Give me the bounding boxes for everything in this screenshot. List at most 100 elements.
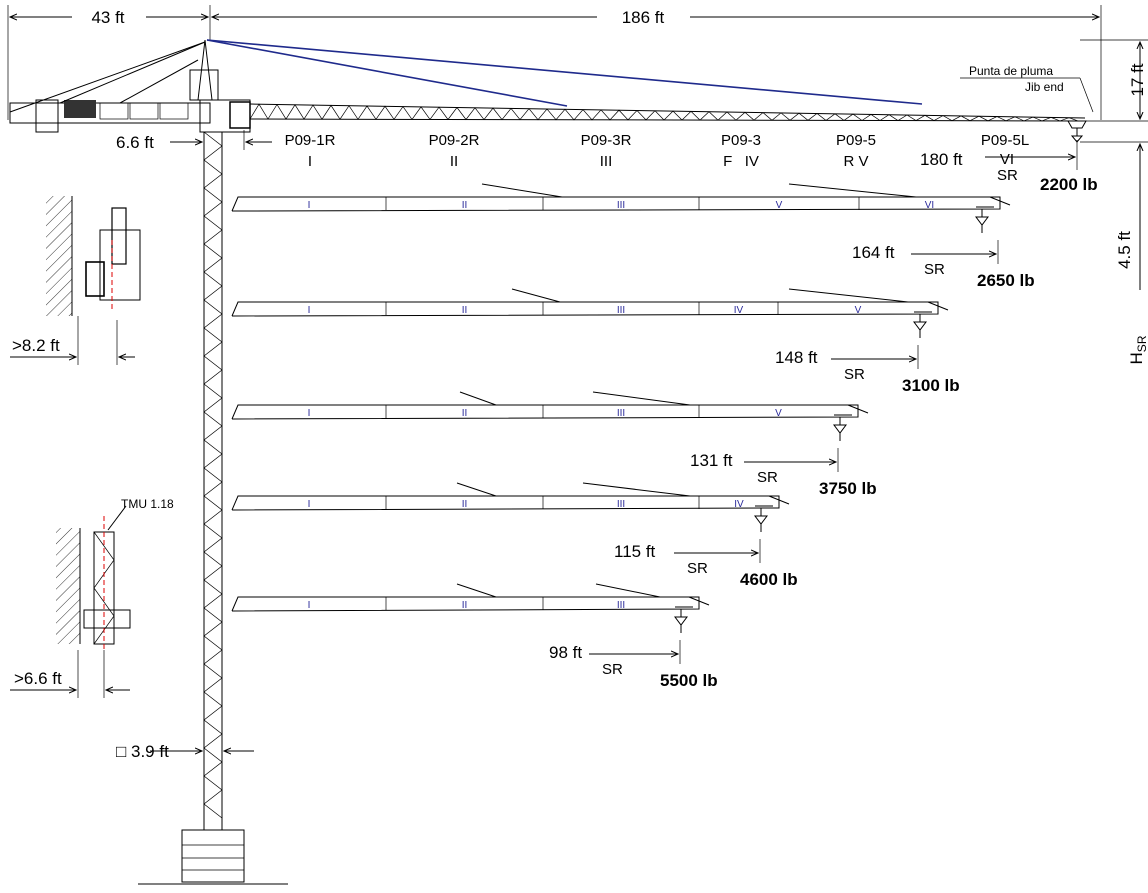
tie-bar: [481, 183, 563, 198]
config-sr: SR: [924, 261, 945, 278]
config-radius: 148 ft: [775, 348, 818, 367]
wall-detail-bottom: TMU 1.18 >6.6 ft: [10, 497, 174, 698]
config-sr: SR: [844, 366, 865, 383]
main-jib: [206, 39, 1087, 143]
hook-icon: [975, 209, 989, 233]
jib-outline: [231, 196, 1001, 212]
tower-offset-dimension: 6.6 ft: [116, 130, 272, 152]
segment-label: III: [617, 499, 625, 510]
svg-text:Jib end: Jib end: [1025, 80, 1064, 94]
jib-length: 186 ft: [622, 8, 665, 27]
jib-tip: [755, 495, 790, 507]
section-roman: VI: [1000, 151, 1014, 168]
config-0: 180 ft SR 2200 lb: [920, 140, 1098, 194]
jib-outline: [231, 404, 859, 420]
config-sr: SR: [757, 469, 778, 486]
config-load: 4600 lb: [740, 570, 798, 589]
section-labels: P09-1R I P09-2R II P09-3R III P09-3 F IV…: [285, 132, 1030, 170]
jib-outline: [231, 495, 780, 511]
tie-bar: [456, 482, 497, 497]
tie-bar: [582, 482, 691, 497]
tie-bar: [592, 391, 691, 406]
config-load: 5500 lb: [660, 671, 718, 690]
section-code: P09-1R: [285, 132, 336, 149]
right-dimensions: 17 ft 4.5 ft HSR: [1080, 39, 1148, 364]
svg-text:Punta de pluma: Punta de pluma: [969, 64, 1053, 78]
config-load: 2200 lb: [1040, 175, 1098, 194]
config-sr: SR: [997, 167, 1018, 184]
tmu-label: TMU 1.18: [121, 497, 174, 511]
segment-label: II: [462, 200, 468, 211]
svg-text:6.6 ft: 6.6 ft: [116, 133, 154, 152]
tie-bar: [595, 583, 661, 598]
segment-label: I: [308, 408, 311, 419]
hsr-label: HSR: [1127, 335, 1148, 364]
hook-gap-dimension: 4.5 ft: [1115, 231, 1134, 269]
config-load: 2650 lb: [977, 271, 1035, 290]
config-load: 3750 lb: [819, 479, 877, 498]
section-code: P09-5: [836, 132, 876, 149]
hook-icon: [913, 314, 927, 338]
mast-section-dimension: □ 3.9 ft: [116, 742, 254, 761]
section-code: P09-2R: [429, 132, 480, 149]
counter-jib-length: 43 ft: [91, 8, 124, 27]
top-dimensions: 43 ft 186 ft: [7, 5, 1102, 120]
section-code: P09-5L: [981, 132, 1029, 149]
section-roman: III: [600, 153, 613, 170]
segment-label: II: [462, 600, 468, 611]
config-sr: SR: [602, 661, 623, 678]
segment-label: VI: [925, 200, 934, 211]
segment-label: II: [462, 408, 468, 419]
jib-end-label: Punta de pluma Jib end: [960, 64, 1094, 113]
hook-icon: [833, 417, 847, 441]
hook-icon: [674, 609, 688, 633]
tie-bar: [788, 183, 917, 198]
segment-label: I: [308, 600, 311, 611]
segment-label: III: [617, 408, 625, 419]
hook-icon: [754, 508, 768, 532]
segment-label: V: [775, 408, 782, 419]
tie-bar: [459, 391, 497, 406]
segment-label: I: [308, 305, 311, 316]
section-roman: I: [308, 153, 312, 170]
segment-label: II: [462, 305, 468, 316]
section-code: P09-3: [721, 132, 761, 149]
segment-label: III: [617, 600, 625, 611]
config-load: 3100 lb: [902, 376, 960, 395]
wall-gap-bottom: >6.6 ft: [14, 669, 62, 688]
tower-head: [189, 39, 251, 133]
section-roman: F IV: [723, 153, 759, 170]
jib-tip: [675, 596, 710, 608]
segment-label: I: [308, 200, 311, 211]
config-sr: SR: [687, 560, 708, 577]
jib-tip: [976, 196, 1011, 208]
segment-label: IV: [734, 305, 744, 316]
top-height-dimension: 17 ft: [1128, 63, 1147, 96]
segment-label: I: [308, 499, 311, 510]
wall-detail-top: >8.2 ft: [10, 196, 141, 365]
segment-label: III: [617, 305, 625, 316]
tie-bar: [511, 288, 561, 303]
config-radius: 115 ft: [614, 542, 656, 561]
segment-label: III: [617, 200, 625, 211]
tie-bar: [456, 583, 497, 598]
tie-bar: [788, 288, 909, 303]
jib-tip: [914, 301, 949, 313]
jib-outline: [231, 301, 939, 317]
svg-text:□ 3.9 ft: □ 3.9 ft: [116, 742, 169, 761]
config-radius: 131 ft: [690, 451, 733, 470]
section-roman: R V: [843, 153, 868, 170]
svg-text:HSR: HSR: [1127, 335, 1148, 364]
segment-label: V: [776, 200, 783, 211]
wall-gap-top: >8.2 ft: [12, 336, 60, 355]
segment-label: II: [462, 499, 468, 510]
config-radius: 164 ft: [852, 243, 895, 262]
config-radius: 180 ft: [920, 150, 963, 169]
jib-tip: [834, 404, 869, 416]
